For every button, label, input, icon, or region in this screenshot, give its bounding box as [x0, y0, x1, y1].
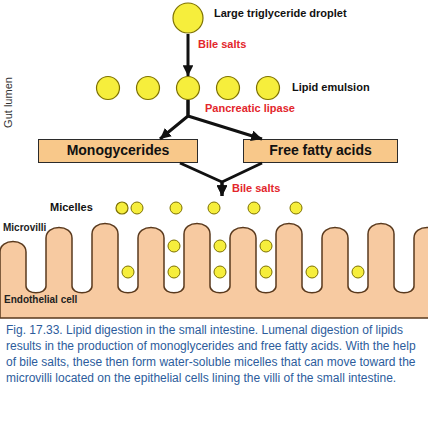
reagent-label: Bile salts [232, 182, 280, 195]
micelle [290, 202, 302, 214]
flow-arrow [160, 100, 188, 139]
node-outline [172, 2, 204, 34]
node-label: Large triglyceride droplet [214, 7, 347, 20]
node-label: Monogycerides [39, 140, 197, 161]
reagent-label: Bile salts [198, 38, 246, 51]
micelle [306, 266, 318, 278]
lipid-droplet [177, 77, 200, 100]
micelle [131, 202, 143, 214]
triglyceride-droplet: Large triglyceride droplet [172, 2, 204, 34]
lipid-emulsion: Lipid emulsion [96, 76, 280, 100]
lipid-droplet [97, 77, 120, 100]
node-outline [96, 76, 280, 100]
product-box: Free fatty acids [243, 139, 398, 163]
micelle [214, 240, 226, 252]
node-label: Free fatty acids [244, 140, 397, 161]
micelle [260, 240, 272, 252]
micelle [208, 202, 220, 214]
micelle [122, 266, 134, 278]
flow-arrow [187, 34, 190, 76]
part-label: Microvilli [3, 222, 46, 234]
node-label: Lipid emulsion [292, 81, 370, 94]
part-label: Endothelial cell [4, 294, 77, 306]
node-label: Micelles [50, 201, 93, 214]
microvilli-wall [0, 224, 428, 319]
lipid-droplet [257, 77, 280, 100]
micelle [260, 266, 272, 278]
lipid-droplet [116, 202, 128, 214]
flow-arrow [180, 163, 222, 196]
micelle [168, 266, 180, 278]
micelle [352, 266, 364, 278]
lipid-droplet [173, 3, 203, 33]
lipid-droplet [137, 77, 160, 100]
figure-caption: Fig. 17.33. Lipid digestion in the small… [6, 322, 422, 386]
micelle [170, 202, 182, 214]
region-label: Gut lumen [2, 73, 15, 133]
micelle [168, 240, 180, 252]
micelle-group: Micelles [40, 196, 320, 220]
product-box: Monogycerides [38, 139, 198, 163]
micelle [248, 202, 260, 214]
reagent-label: Pancreatic lipase [205, 102, 295, 115]
micelle [214, 266, 226, 278]
lipid-droplet [217, 77, 240, 100]
